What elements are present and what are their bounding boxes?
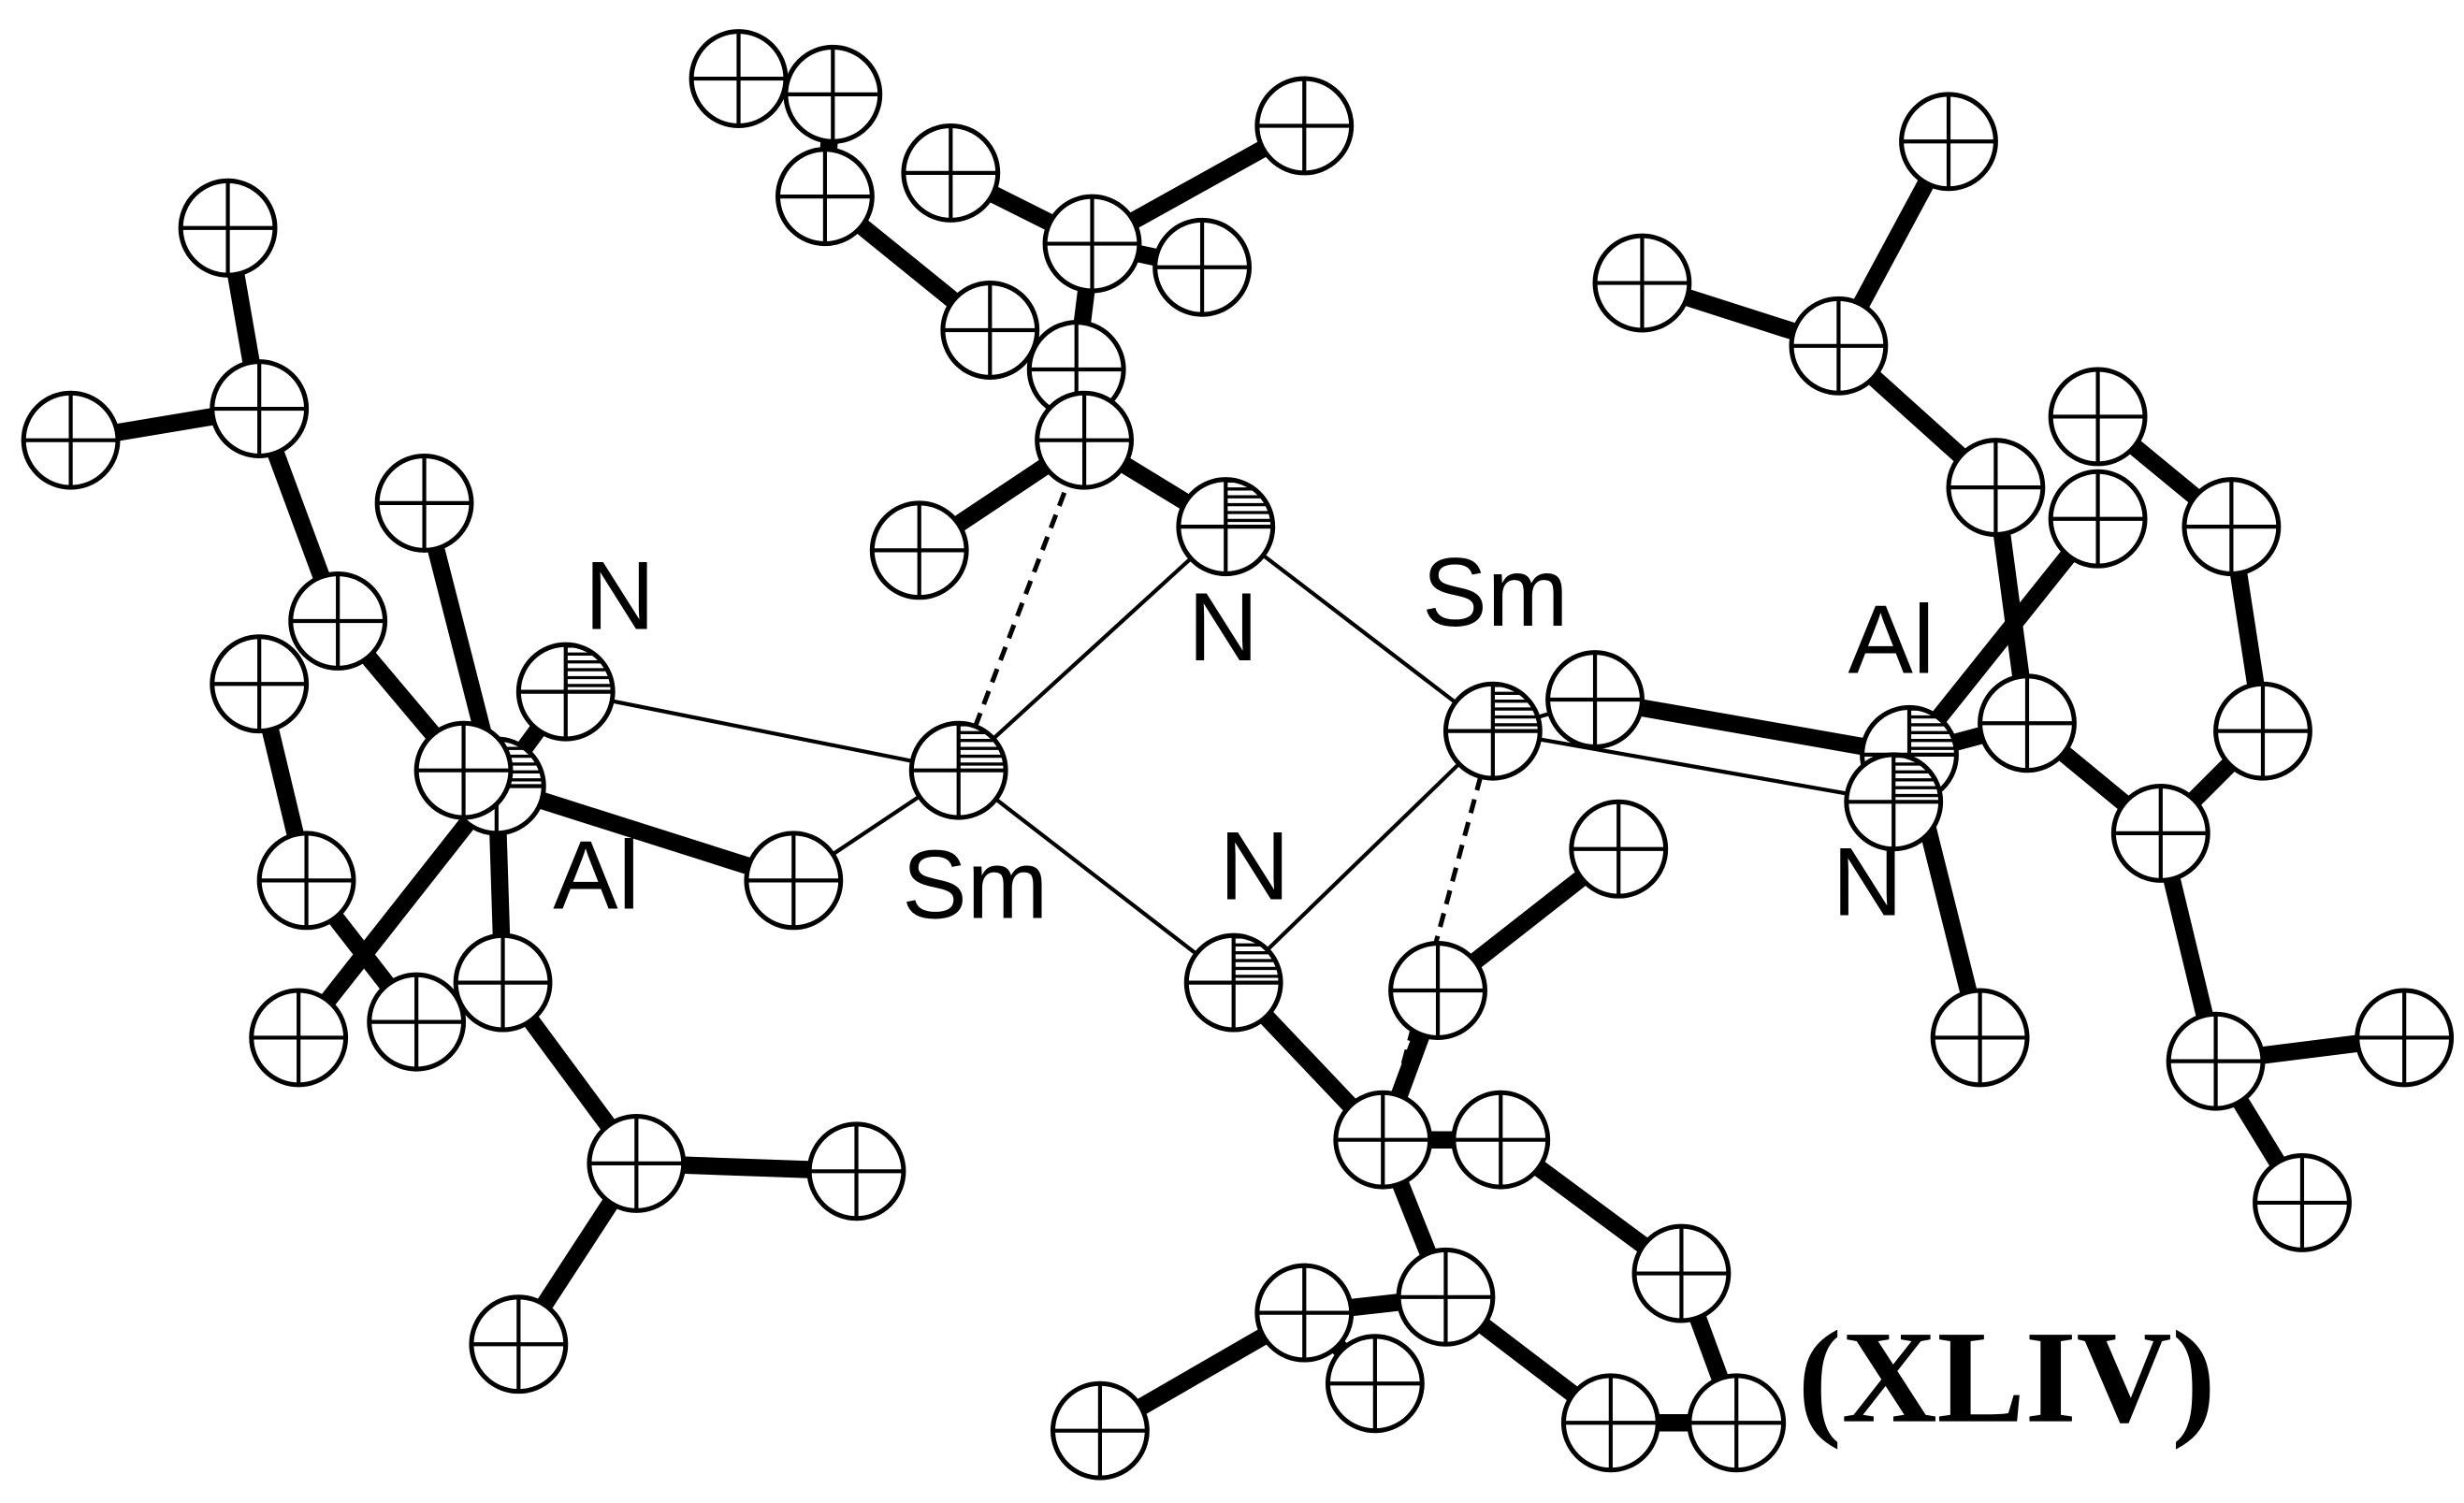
label-sm-left: Sm bbox=[902, 831, 1048, 940]
bond-al1-cb1 bbox=[494, 777, 797, 889]
atom-r2 bbox=[1592, 233, 1692, 333]
atom-t9 bbox=[1026, 320, 1126, 419]
compound-label: (XLIV) bbox=[1798, 1304, 2216, 1451]
atom-l6 bbox=[374, 453, 474, 553]
label-al-left: Al bbox=[553, 822, 640, 931]
atom-t4 bbox=[901, 123, 1001, 223]
labels-layer: N Al Sm N Sm N Al N (XLIV) bbox=[553, 539, 2215, 1451]
label-n-left: N bbox=[585, 542, 655, 650]
bond-sm1-t10 bbox=[956, 439, 1087, 772]
atom-r8 bbox=[2213, 681, 2312, 781]
label-sm-right: Sm bbox=[1422, 539, 1568, 647]
atom-l12 bbox=[587, 1113, 687, 1213]
atom-l8 bbox=[256, 831, 356, 931]
label-n-top: N bbox=[1188, 573, 1258, 682]
label-n-bottom: N bbox=[1220, 812, 1290, 920]
atom-b7 bbox=[1254, 1263, 1355, 1363]
atom-l2 bbox=[210, 359, 310, 459]
atom-b4 bbox=[1451, 1090, 1551, 1190]
atom-b3 bbox=[1333, 1090, 1433, 1190]
atom-b8 bbox=[1325, 1334, 1425, 1434]
atom-l11 bbox=[453, 932, 553, 1033]
atom-r11 bbox=[1930, 988, 2030, 1088]
atom-b5 bbox=[1631, 1223, 1732, 1323]
atom-l14 bbox=[469, 1294, 569, 1395]
atom-t5 bbox=[1042, 194, 1142, 294]
bond-sm2-n3 bbox=[1232, 730, 1495, 985]
atom-l4 bbox=[288, 571, 388, 671]
atom-l13 bbox=[806, 1121, 906, 1221]
atom-l10 bbox=[367, 972, 467, 1072]
atom-n2 bbox=[1176, 477, 1276, 577]
atom-l5 bbox=[210, 634, 310, 734]
atom-r13 bbox=[2355, 988, 2455, 1088]
atom-b1 bbox=[1569, 799, 1669, 899]
atom-t1 bbox=[688, 29, 789, 128]
atom-r10 bbox=[2110, 783, 2210, 883]
atom-l9 bbox=[249, 988, 349, 1088]
atom-t11 bbox=[869, 500, 969, 600]
atom-r3 bbox=[1789, 296, 1889, 396]
atom-r14 bbox=[2253, 1152, 2352, 1252]
atom-b2 bbox=[1388, 941, 1487, 1040]
bond-n4-sm2 bbox=[1492, 729, 1894, 804]
atom-t3 bbox=[775, 147, 875, 247]
bond-n1-sm1 bbox=[565, 689, 960, 773]
atom-sm2 bbox=[1442, 681, 1543, 781]
atom-l1 bbox=[178, 178, 278, 278]
atom-t2 bbox=[783, 44, 883, 144]
atom-r5 bbox=[2048, 367, 2148, 467]
atom-r1 bbox=[1899, 92, 1998, 192]
atom-r4 bbox=[1946, 438, 2046, 538]
label-n-right: N bbox=[1833, 828, 1903, 936]
atom-sm1 bbox=[908, 720, 1008, 820]
atom-t6 bbox=[1254, 76, 1355, 176]
atom-cb2 bbox=[1545, 650, 1645, 749]
bond-sm1-n2 bbox=[957, 525, 1227, 773]
atom-b11 bbox=[1050, 1380, 1150, 1481]
atom-b10 bbox=[1687, 1373, 1787, 1473]
atom-t7 bbox=[1152, 217, 1252, 317]
atom-r9 bbox=[1978, 673, 2077, 773]
atom-b9 bbox=[1560, 1373, 1660, 1473]
bond-al2-r6 bbox=[1902, 513, 2105, 760]
atom-t8 bbox=[940, 281, 1040, 380]
atom-n3 bbox=[1183, 932, 1283, 1033]
atom-n1 bbox=[515, 642, 616, 742]
bond-n2-sm2 bbox=[1225, 525, 1495, 733]
atom-b6 bbox=[1396, 1247, 1496, 1347]
atom-r7 bbox=[2181, 477, 2282, 577]
atom-n4 bbox=[1844, 752, 1944, 852]
label-al-right: Al bbox=[1848, 585, 1935, 694]
atom-r12 bbox=[2166, 1011, 2266, 1111]
atom-r6 bbox=[2048, 469, 2148, 569]
atoms-layer bbox=[21, 29, 2455, 1481]
bond-cb2-al2 bbox=[1593, 690, 1911, 763]
atom-t10 bbox=[1035, 390, 1135, 490]
bond-al1-l9 bbox=[291, 780, 504, 1044]
atom-l7 bbox=[413, 720, 514, 820]
atom-l3 bbox=[21, 390, 121, 490]
atom-cb1 bbox=[744, 831, 844, 931]
bond-n3-sm1 bbox=[957, 769, 1235, 985]
